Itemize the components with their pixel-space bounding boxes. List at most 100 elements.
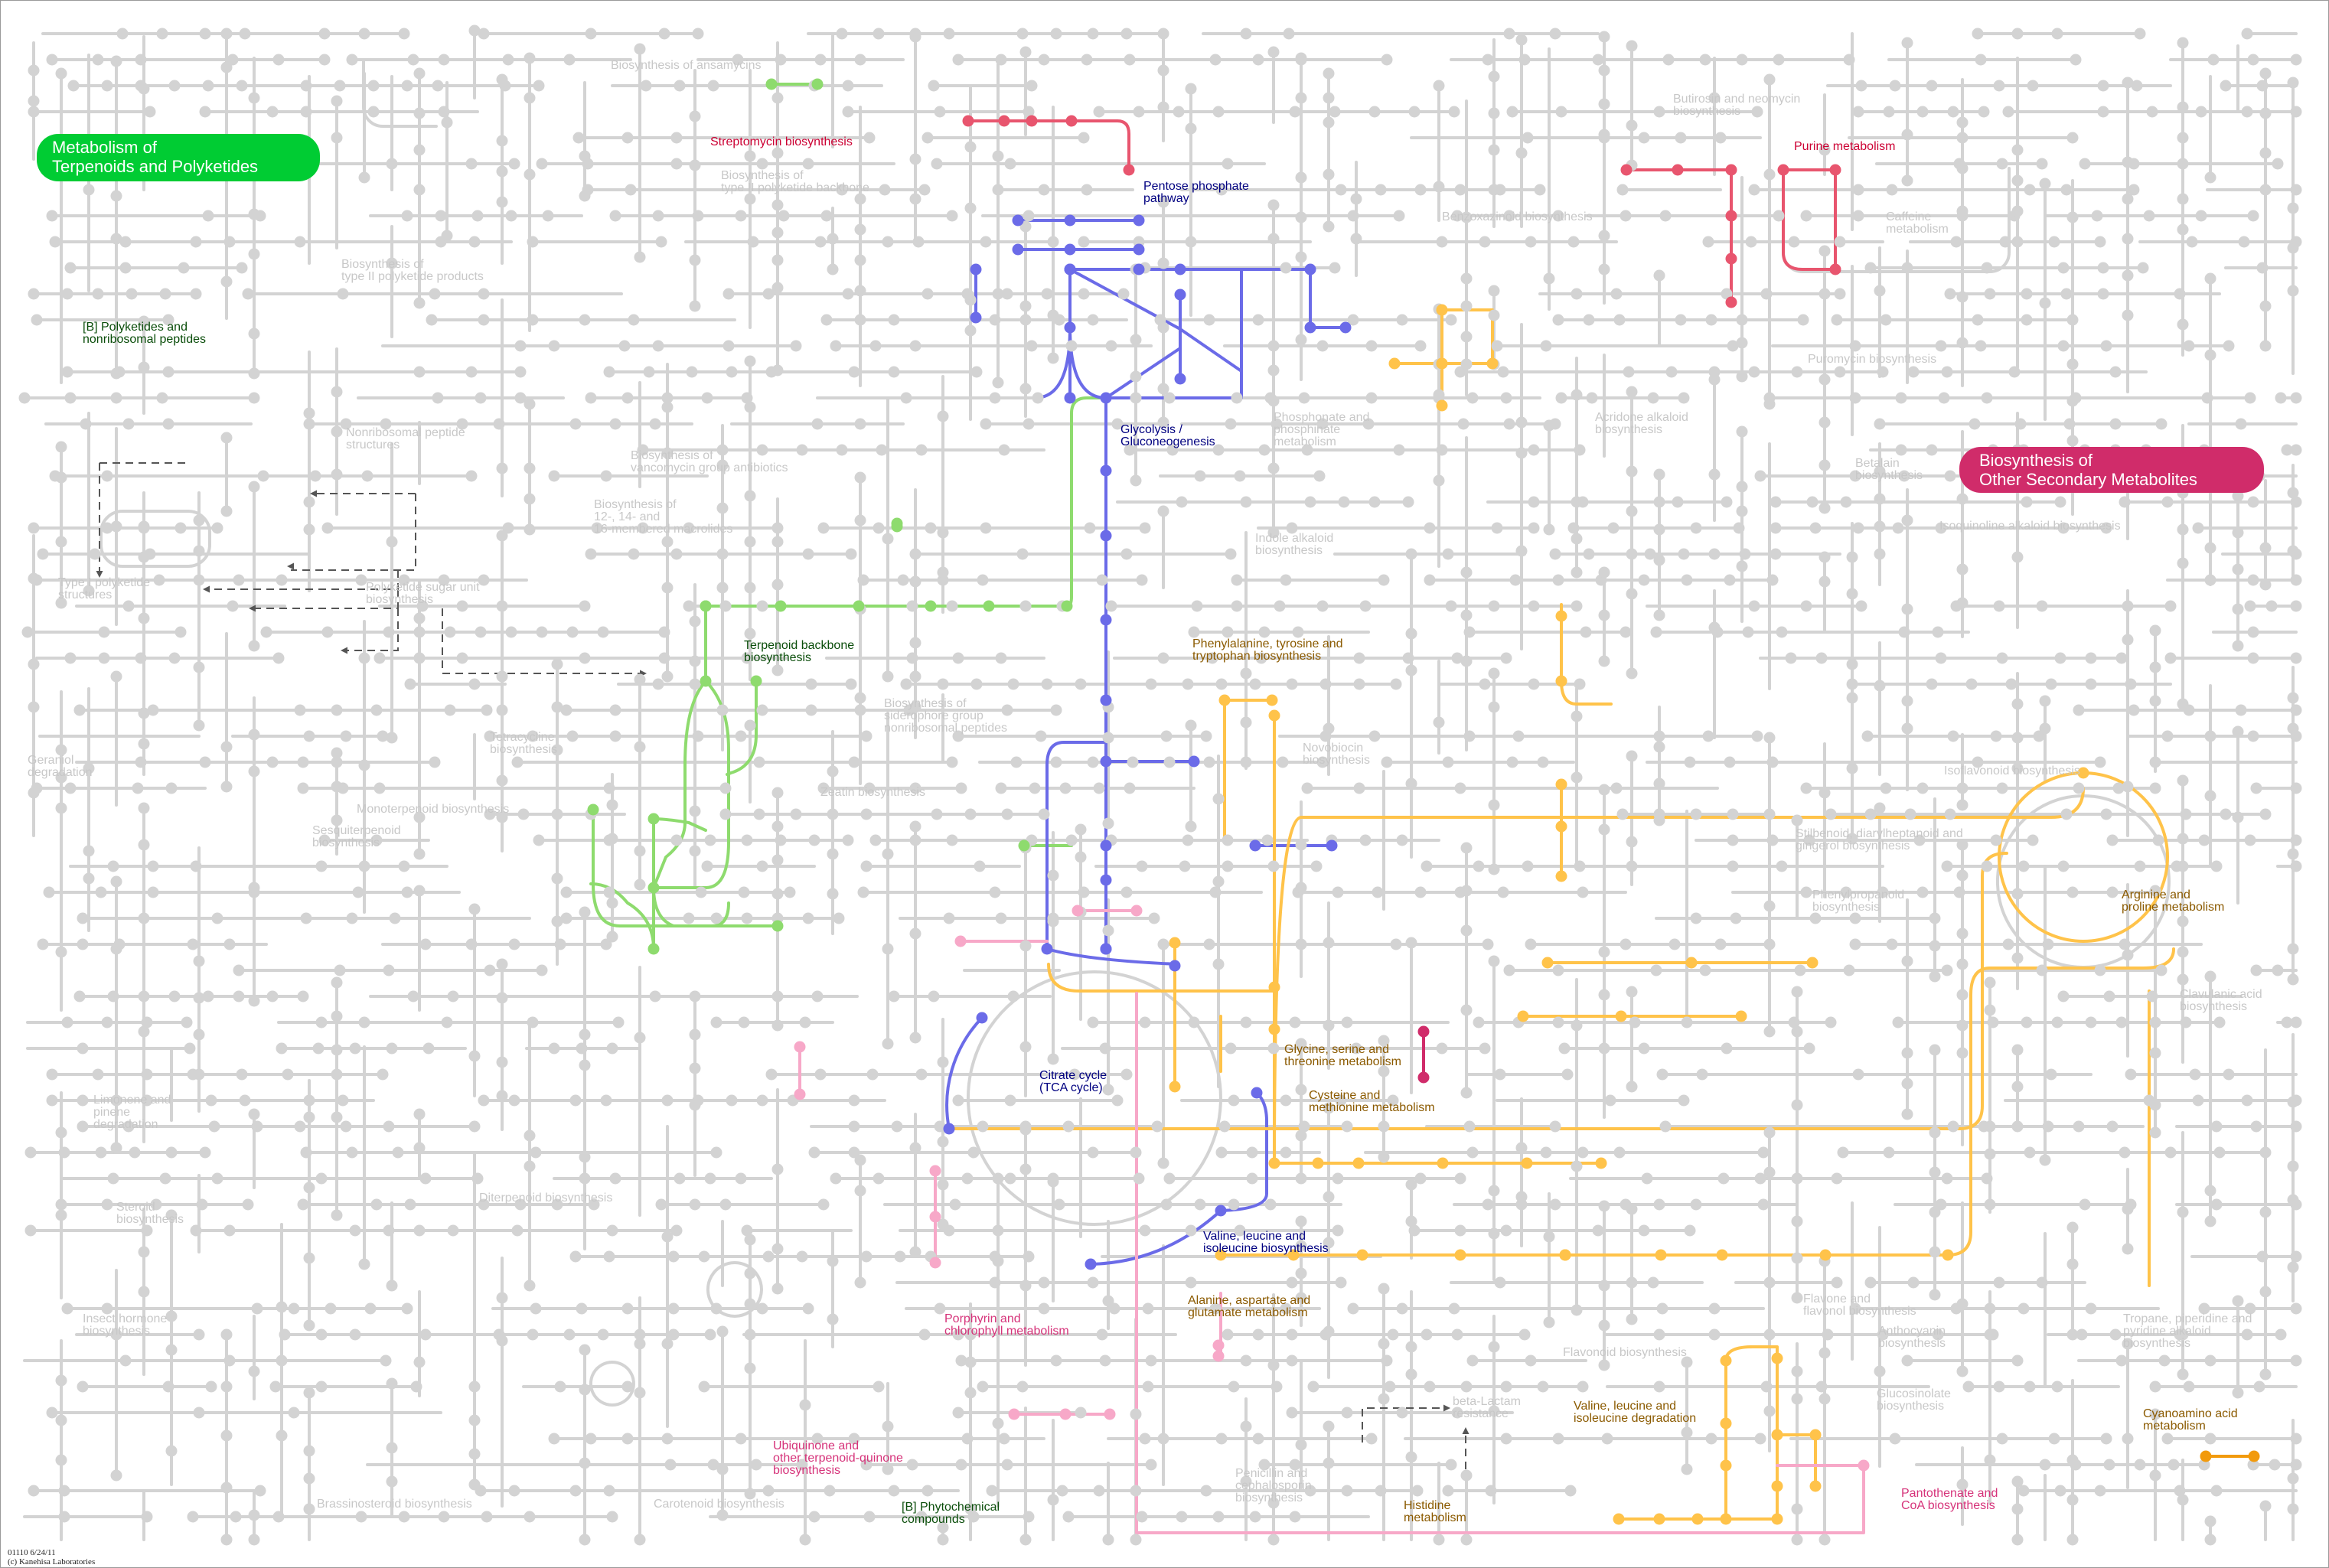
compound-node[interactable] — [122, 1120, 135, 1133]
compound-node[interactable] — [1029, 782, 1041, 794]
compound-node[interactable] — [952, 1407, 964, 1419]
compound-node[interactable] — [1956, 291, 1969, 303]
compound-node[interactable] — [1901, 1047, 1913, 1059]
compound-node[interactable] — [1690, 1198, 1702, 1211]
compound-node[interactable] — [55, 744, 67, 756]
compound-node[interactable] — [1901, 695, 1913, 707]
compound-node[interactable] — [156, 28, 168, 40]
compound-node[interactable] — [2232, 811, 2244, 823]
compound-node[interactable] — [398, 1511, 410, 1523]
compound-node[interactable] — [854, 54, 866, 66]
compound-node[interactable] — [1500, 1224, 1512, 1237]
compound-node[interactable] — [110, 943, 122, 955]
compound-node[interactable] — [413, 626, 426, 638]
compound-node[interactable] — [2011, 236, 2024, 248]
compound-node[interactable] — [2235, 704, 2247, 716]
compound-node[interactable] — [2109, 1328, 2122, 1341]
compound-node[interactable] — [55, 946, 67, 958]
compound-node[interactable] — [1537, 756, 1549, 768]
compound-node[interactable] — [1956, 799, 1969, 811]
compound-node[interactable] — [1956, 132, 1969, 144]
compound-node[interactable] — [1819, 551, 1831, 563]
compound-node[interactable] — [1981, 392, 1993, 404]
compound-node[interactable] — [744, 719, 756, 732]
compound-node[interactable] — [1809, 1480, 1822, 1492]
compound-node[interactable] — [1277, 756, 1289, 768]
compound-node[interactable] — [1038, 184, 1050, 196]
compound-node[interactable] — [248, 481, 260, 493]
compound-node[interactable] — [282, 1068, 294, 1081]
compound-node[interactable] — [1075, 1407, 1087, 1419]
compound-node[interactable] — [756, 704, 768, 716]
compound-node[interactable] — [1323, 67, 1335, 80]
compound-node[interactable] — [1365, 392, 1378, 404]
compound-node[interactable] — [888, 366, 900, 378]
compound-node[interactable] — [2247, 1459, 2259, 1471]
compound-node[interactable] — [28, 658, 40, 670]
compound-node[interactable] — [1766, 834, 1779, 846]
compound-node[interactable] — [1672, 164, 1684, 176]
compound-node[interactable] — [1200, 730, 1212, 742]
compound-node[interactable] — [288, 1407, 300, 1419]
compound-node[interactable] — [24, 1224, 37, 1237]
compound-node[interactable] — [223, 1224, 236, 1237]
compound-node[interactable] — [637, 444, 649, 456]
compound-node[interactable] — [1157, 652, 1169, 664]
compound-node[interactable] — [1047, 1175, 1059, 1188]
compound-node[interactable] — [628, 548, 640, 560]
compound-node[interactable] — [141, 1224, 153, 1237]
compound-node[interactable] — [1087, 1016, 1099, 1028]
compound-node[interactable] — [122, 418, 135, 430]
compound-node[interactable] — [1084, 522, 1096, 534]
compound-node[interactable] — [649, 418, 661, 430]
compound-node[interactable] — [934, 1302, 946, 1315]
compound-node[interactable] — [1460, 300, 1473, 312]
compound-node[interactable] — [548, 1042, 560, 1055]
compound-node[interactable] — [220, 1328, 233, 1341]
compound-node[interactable] — [2066, 132, 2079, 144]
compound-node[interactable] — [579, 190, 591, 202]
label-streptomycin[interactable]: Streptomycin biosynthesis — [710, 135, 853, 148]
compound-node[interactable] — [211, 912, 223, 924]
compound-node[interactable] — [765, 78, 778, 90]
compound-node[interactable] — [2287, 1261, 2299, 1273]
compound-node[interactable] — [741, 912, 753, 924]
compound-node[interactable] — [591, 522, 603, 534]
compound-node[interactable] — [1739, 548, 1751, 560]
compound-node[interactable] — [2017, 860, 2030, 872]
compound-node[interactable] — [297, 990, 309, 1002]
compound-node[interactable] — [2247, 626, 2259, 638]
compound-node[interactable] — [2149, 782, 2161, 794]
compound-node[interactable] — [1834, 288, 1846, 300]
compound-node[interactable] — [413, 67, 426, 80]
compound-node[interactable] — [1874, 802, 1886, 814]
compound-node[interactable] — [799, 1534, 811, 1546]
compound-node[interactable] — [2057, 340, 2070, 352]
compound-node[interactable] — [771, 147, 784, 159]
compound-node[interactable] — [530, 1146, 542, 1159]
compound-node[interactable] — [2115, 652, 2128, 664]
compound-node[interactable] — [805, 704, 817, 716]
compound-node[interactable] — [1479, 1042, 1491, 1055]
compound-node[interactable] — [744, 401, 756, 413]
compound-node[interactable] — [1252, 54, 1264, 66]
compound-node[interactable] — [288, 1302, 300, 1315]
compound-node[interactable] — [92, 54, 104, 66]
compound-node[interactable] — [2259, 808, 2272, 820]
compound-node[interactable] — [716, 582, 729, 594]
compound-node[interactable] — [2100, 340, 2112, 352]
compound-node[interactable] — [955, 1354, 967, 1367]
compound-node[interactable] — [700, 675, 712, 687]
compound-node[interactable] — [560, 704, 572, 716]
compound-node[interactable] — [514, 1198, 527, 1211]
compound-node[interactable] — [863, 782, 876, 794]
compound-node[interactable] — [1626, 986, 1638, 998]
compound-node[interactable] — [1613, 1146, 1626, 1159]
compound-node[interactable] — [340, 730, 352, 742]
compound-node[interactable] — [2177, 946, 2189, 958]
compound-node[interactable] — [465, 366, 478, 378]
compound-node[interactable] — [1993, 1381, 2005, 1393]
compound-node[interactable] — [2011, 28, 2024, 40]
compound-node[interactable] — [1100, 392, 1112, 404]
